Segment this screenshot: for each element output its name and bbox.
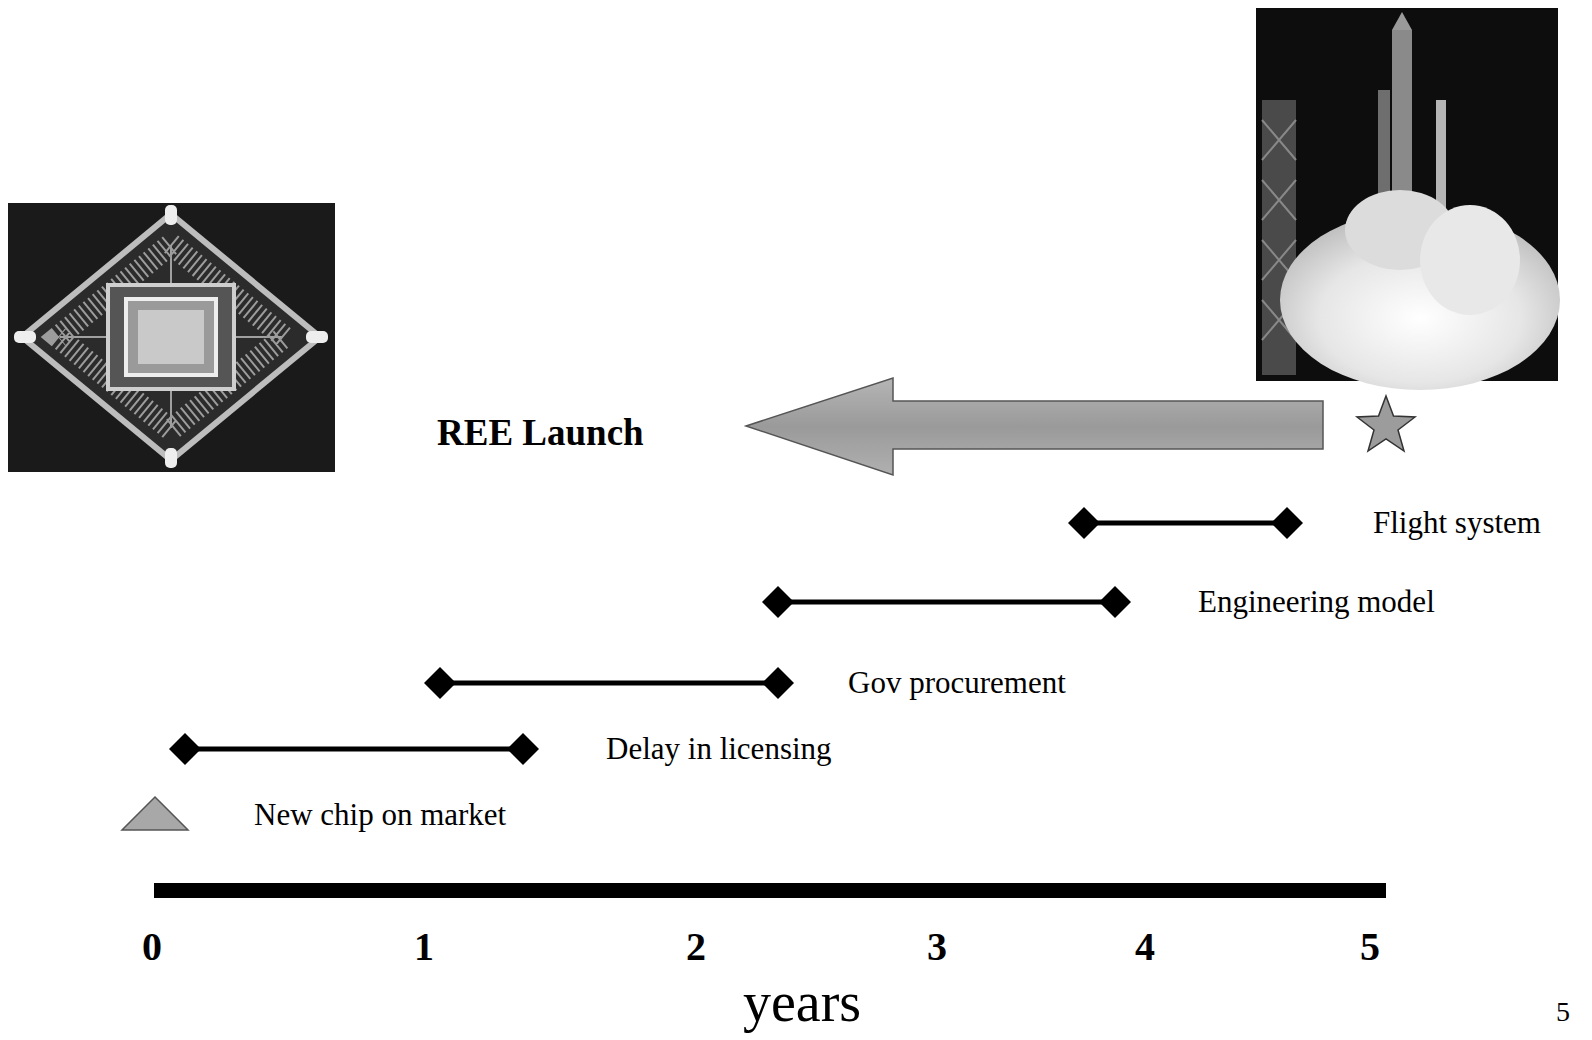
axis-title: years	[743, 972, 861, 1034]
chip-photo	[8, 203, 335, 472]
launch-star	[1357, 396, 1415, 451]
axis-tick: 4	[1135, 925, 1155, 969]
chip-triangle	[122, 797, 188, 830]
launch-title: REE Launch	[437, 413, 644, 454]
phase-label: Gov procurement	[848, 666, 1066, 700]
axis-tick: 2	[686, 925, 706, 969]
launch-arrow	[746, 378, 1323, 475]
axis-tick: 0	[142, 925, 162, 969]
axis-tick: 3	[927, 925, 947, 969]
phase-bars	[169, 507, 1303, 765]
rocket-photo	[1256, 8, 1560, 390]
phase-label: Delay in licensing	[606, 732, 832, 766]
event-label: New chip on market	[254, 798, 506, 832]
phase-label: Engineering model	[1198, 585, 1435, 619]
axis-tick: 1	[414, 925, 434, 969]
time-axis	[154, 883, 1386, 898]
axis-tick: 5	[1360, 925, 1380, 969]
page-number: 5	[1556, 997, 1570, 1028]
phase-label: Flight system	[1373, 506, 1541, 540]
